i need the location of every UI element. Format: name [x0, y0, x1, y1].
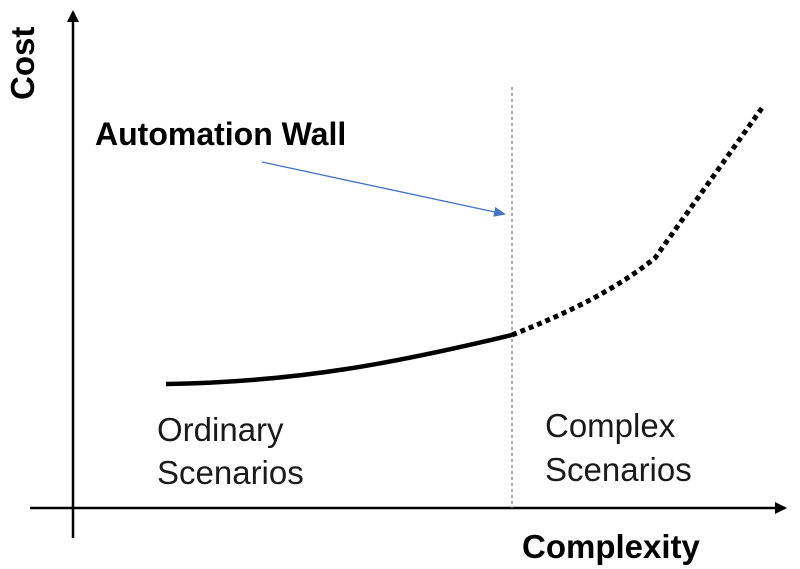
automation-wall-arrow [261, 161, 506, 217]
ordinary-scenarios-label-line2: Scenarios [157, 454, 304, 491]
automation-wall-label: Automation Wall [95, 116, 346, 152]
ordinary-scenarios-label-line1: Ordinary [157, 411, 284, 448]
complex-scenarios-label-line1: Complex [545, 407, 676, 444]
x-axis-label: Complexity [522, 528, 701, 565]
complex-scenarios-label-line2: Scenarios [545, 451, 692, 488]
y-axis-label: Cost [4, 27, 41, 100]
cost-curve-ordinary [165, 332, 513, 387]
cost-curve-complex [511, 106, 765, 338]
